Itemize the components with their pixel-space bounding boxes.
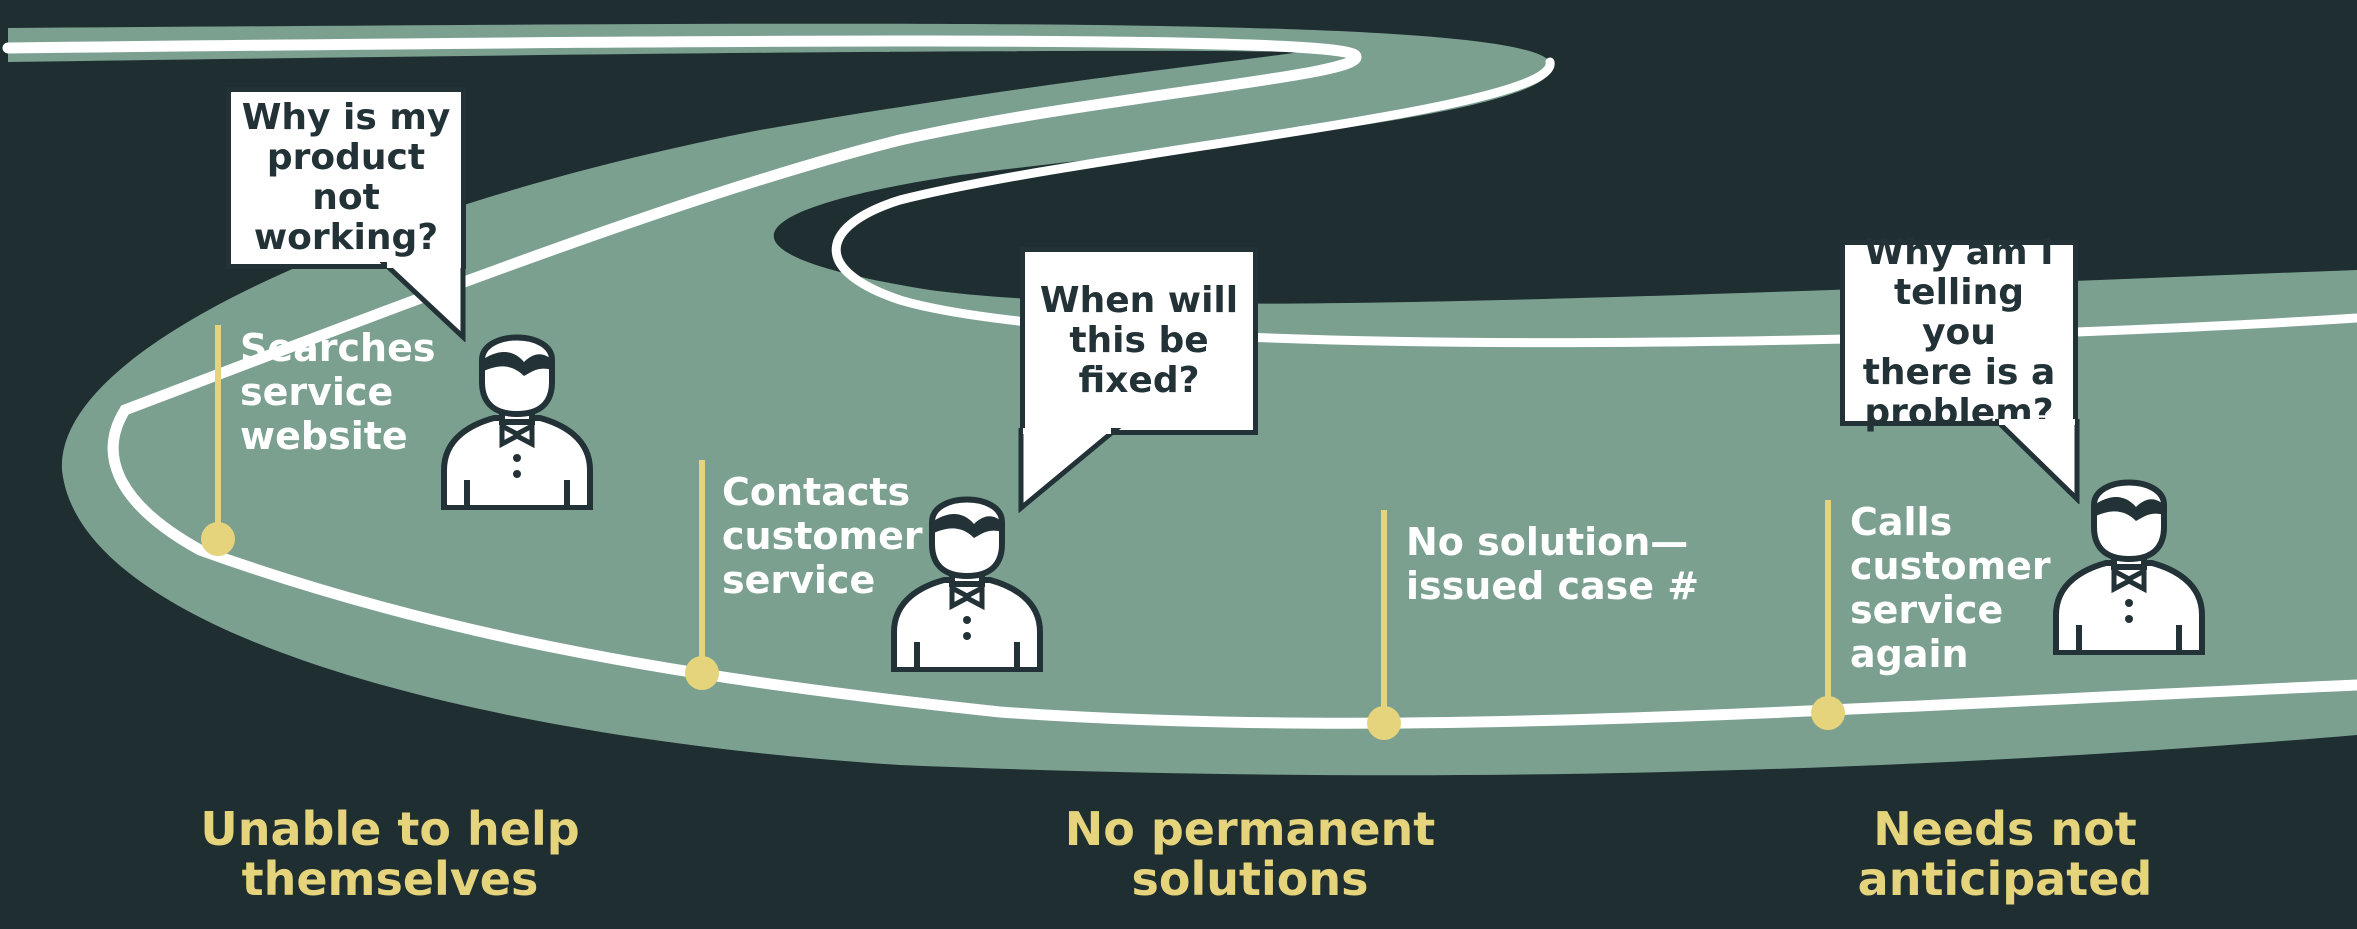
milestone-label-2: Contacts customer service [722,470,923,602]
milestone-stem [215,325,221,530]
milestone-dot [201,522,235,556]
speech-bubble-tail [380,262,466,342]
milestone-label-3: No solution— issued case # [1406,520,1700,608]
milestone-dot [685,656,719,690]
milestone-label-1: Searches service website [240,326,436,458]
speech-bubble-1: Why is my product not working? [226,87,466,269]
speech-bubble-tail [1995,419,2080,504]
milestone-stem [1381,510,1387,718]
speech-bubble-2: When will this be fixed? [1020,247,1258,435]
milestone-label-4: Calls customer service again [1850,500,2051,676]
stage-label-2: No permanent solutions [1064,802,1436,906]
person-icon [2053,479,2205,655]
person-icon [441,334,593,510]
milestone-dot [1367,706,1401,740]
stage-label-1: Unable to help themselves [200,802,580,906]
stage-label-3: Needs not anticipated [1857,802,2153,906]
milestone-dot [1811,696,1845,730]
person-icon [891,496,1043,672]
speech-bubble-3: Why am I telling you there is a problem? [1840,233,2078,433]
speech-bubble-tail [1018,428,1122,513]
milestone-stem [1825,500,1831,708]
milestone-stem [699,460,705,670]
